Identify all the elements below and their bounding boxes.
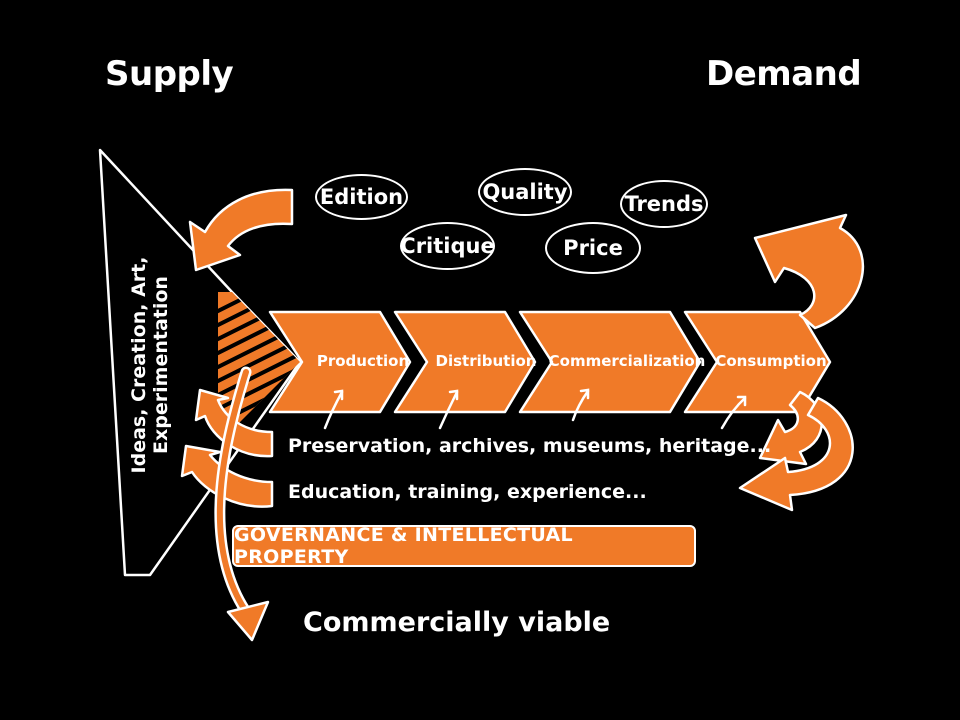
governance-bar: GOVERNANCE & INTELLECTUAL PROPERTY [232,524,696,568]
chevron-commercialization [518,310,702,414]
up-arrows [323,388,747,430]
preservation-text: Preservation, archives, museums, heritag… [288,435,772,457]
chevron-label-distribution: Distribution [435,352,537,370]
chevron-label-production: Production [316,352,410,370]
bubble-price: Price [545,222,641,274]
bubble-edition: Edition [315,174,408,220]
chevron-distribution [393,310,537,414]
chevron-production [268,310,412,414]
funnel-label: Ideas, Creation, Art, Experimentation [128,235,172,495]
bubble-trends: Trends [620,180,708,228]
funnel-label-line2: Experimentation [150,276,172,454]
bubble-critique: Critique [400,222,495,270]
commercially-viable-label: Commercially viable [303,607,611,638]
governance-label: GOVERNANCE & INTELLECTUAL PROPERTY [234,524,573,568]
return-arrow-topleft [188,188,294,272]
chevron-label-commercialization: Commercialization [548,352,706,370]
supply-heading: Supply [105,54,234,94]
bubble-quality: Quality [478,168,572,216]
viable-arrow-head [226,600,270,642]
funnel-label-line1: Ideas, Creation, Art, [128,256,150,474]
demand-heading: Demand [706,54,862,94]
education-text: Education, training, experience... [288,481,647,503]
chevron-label-consumption: Consumption [715,352,827,370]
feedback-arrow-lower-right-2 [738,396,854,512]
feedback-arrow-right [753,213,865,330]
